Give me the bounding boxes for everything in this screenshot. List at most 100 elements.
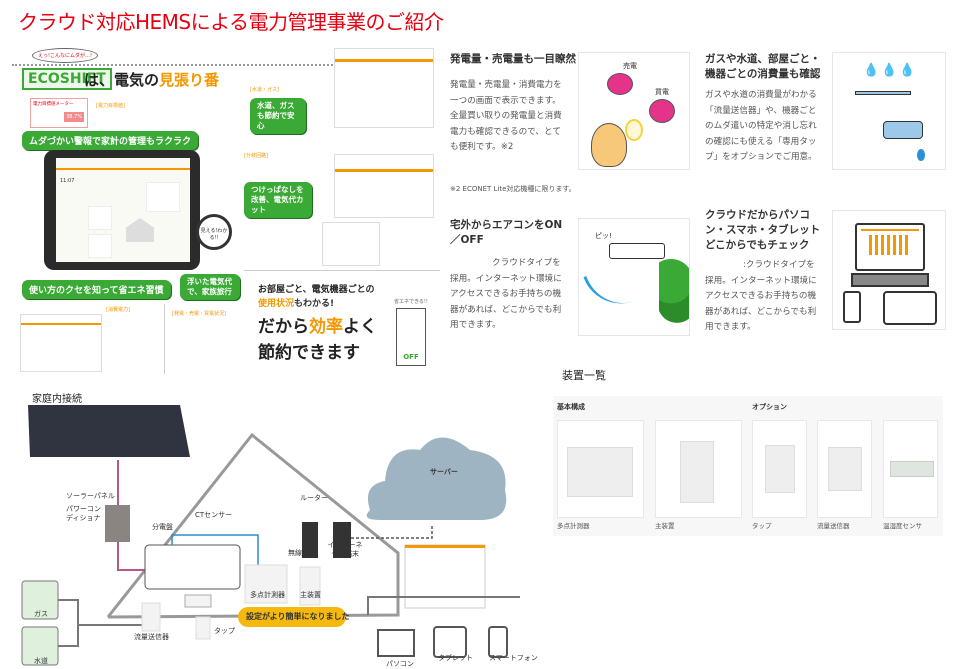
feature-image-gas-water: 💧💧💧 (832, 52, 946, 170)
feature-body-1: 発電量・売電量・消費電力を一つの画面で表示できます。全量買い取りの発電量と消費電… (450, 80, 562, 152)
meter-title: 電力目標値メーター (33, 102, 74, 107)
speech-bubble: えっ!こんなにムダが…! (32, 48, 99, 63)
diagram-title: 家庭内接続 (32, 394, 82, 405)
flyer-headline: は、電気の見張り番 (84, 69, 219, 90)
label-server: サーバー (430, 468, 458, 476)
feature-body-2: ガスや水道の消費量がわかる「流量送信器」や、機器ごとのムダ遣いの特定や消し忘れの… (705, 90, 817, 162)
badge-habit: 使い方のクセを知って省エネ習慣 (22, 280, 171, 299)
feature-heading-2: ガスや水道、部屋ごと・機器ごとの消費量も確認 (705, 53, 821, 80)
headline-text: は、電気の (84, 71, 160, 89)
label-pcs: パワーコンディショナ (66, 505, 101, 522)
label-solar: ソーラーパネル (66, 492, 115, 500)
feature-image-generation: 売電 買電 (578, 52, 690, 170)
label-phone: スマートフォン (489, 654, 538, 662)
buy-label: 買電 (655, 88, 669, 96)
badge-standby: つけっぱなしを改善、電気代カット (244, 182, 312, 218)
label-ct: CTセンサー (195, 511, 233, 519)
router-icon (302, 522, 318, 558)
device-card-tap[interactable] (752, 420, 807, 518)
tag-circuit: [分岐回路] (244, 153, 268, 159)
label-tablet: タブレット (438, 654, 473, 662)
callout-bubble (238, 607, 346, 627)
big1-pre: だから (258, 317, 309, 337)
pc-icon (855, 223, 925, 271)
house-icon (126, 218, 154, 242)
tap-icon (195, 616, 211, 640)
label-pc: パソコン (386, 660, 414, 668)
pig-icon (649, 99, 675, 123)
beep-label: ピッ! (595, 232, 612, 240)
sell-label: 売電 (623, 62, 637, 70)
device-label: タップ (752, 522, 772, 530)
home-connection-diagram (21, 405, 520, 666)
tablet-screen: 11:07 (56, 158, 190, 262)
air-flow-icon (583, 263, 635, 315)
smartphone-icon (488, 626, 508, 658)
feature-body-4: :クラウドタイプを採用。インターネット環境にアクセスできるお手持ちの機器があれば… (705, 260, 817, 332)
summary-line2: 使用状況もわかる! (258, 296, 334, 309)
feature-image-aircon: ピッ! (578, 218, 690, 336)
feature-body-3: クラウドタイプを採用。インターネット環境にアクセスできるお手持ちの機器があれば、… (450, 258, 562, 330)
tag-generation: [発電・売電・買電状況] (172, 311, 226, 317)
label-gas: ガス (34, 610, 48, 618)
feature-image-devices (832, 210, 946, 330)
switch-icon: OFF (396, 308, 426, 366)
screen-thumb-2 (334, 154, 434, 218)
device-label: 主装置 (655, 522, 675, 530)
label-main: 主装置 (300, 591, 321, 599)
ecoshift-flyer: えっ!こんなにムダが…! ECOSHIFT は、電気の見張り番 電力目標値メータ… (0, 42, 440, 378)
aircon-icon (184, 594, 212, 608)
pig-icon (607, 73, 633, 95)
feature-heading-3: 宅外からエアコンをON／OFF (450, 219, 563, 246)
tablet-icon (433, 626, 467, 658)
aircon-icon (609, 243, 665, 259)
tag-water: [水道・ガス] (250, 87, 279, 93)
badge-travel: 浮いた電気代で、家族旅行 (180, 274, 240, 300)
option-label: オプション (752, 403, 787, 411)
tag-consumption: [消費電力] (106, 307, 130, 313)
plant-icon (659, 259, 689, 333)
faucet-icon (883, 121, 923, 139)
summary-accent: 使用状況 (258, 299, 295, 309)
dashboard-screen (404, 544, 486, 609)
ecoshift-logo: ECOSHIFT (22, 68, 112, 90)
dotted-divider (12, 64, 432, 66)
label-internet: インターネット端末 (327, 541, 363, 558)
label-wireless: 無線 (288, 549, 302, 557)
label-water: 水道 (34, 657, 48, 665)
distribution-panel-icon (144, 544, 241, 590)
label-flow: 流量送信器 (134, 633, 169, 641)
badge-water-gas: 水道、ガスも節約で安心 (250, 98, 306, 134)
device-card-meter[interactable] (557, 420, 644, 518)
phone-icon (843, 291, 861, 323)
multi-meter-icon (244, 564, 288, 604)
device-card-flow[interactable] (817, 420, 872, 518)
device-card-sensor[interactable] (883, 420, 938, 518)
badge-alarm: ムダづかい警報で家計の管理もラクラク (22, 131, 199, 150)
tablet-illustration: 11:07 (44, 150, 200, 270)
label-tap: タップ (214, 627, 235, 635)
main-unit-icon (299, 566, 321, 606)
big1-accent: 効率 (309, 317, 343, 337)
flow-transmitter-icon (141, 602, 161, 632)
device-card-main[interactable] (655, 420, 742, 518)
tablet-icon (883, 291, 937, 325)
solar-panel-icon (28, 405, 190, 457)
devices-title: 装置一覧 (562, 369, 606, 382)
water-drop-icon (917, 149, 925, 161)
callout-text: 設定がより簡単になりました (246, 612, 350, 621)
internet-terminal-icon (333, 522, 351, 558)
basic-label: 基本構成 (557, 403, 585, 411)
device-label: 流量送信器 (817, 522, 850, 530)
label-meter: 多点計測器 (250, 591, 285, 599)
screen-thumb-1 (334, 48, 434, 128)
summary-rest: もわかる! (294, 299, 335, 309)
feature-heading-1: 発電量・売電量も一目瞭然 (450, 53, 576, 65)
meter-pct: 38.7% (64, 112, 84, 122)
person-icon (591, 123, 627, 167)
screen-thumb-3 (322, 222, 380, 266)
bulb-icon (625, 119, 643, 141)
summary-line1: お部屋ごと、電気機器ごとの (258, 285, 375, 295)
footnote: ※2 ECONET Lite対応機種に限ります。 (450, 185, 576, 193)
headline-accent: 見張り番 (159, 71, 220, 89)
